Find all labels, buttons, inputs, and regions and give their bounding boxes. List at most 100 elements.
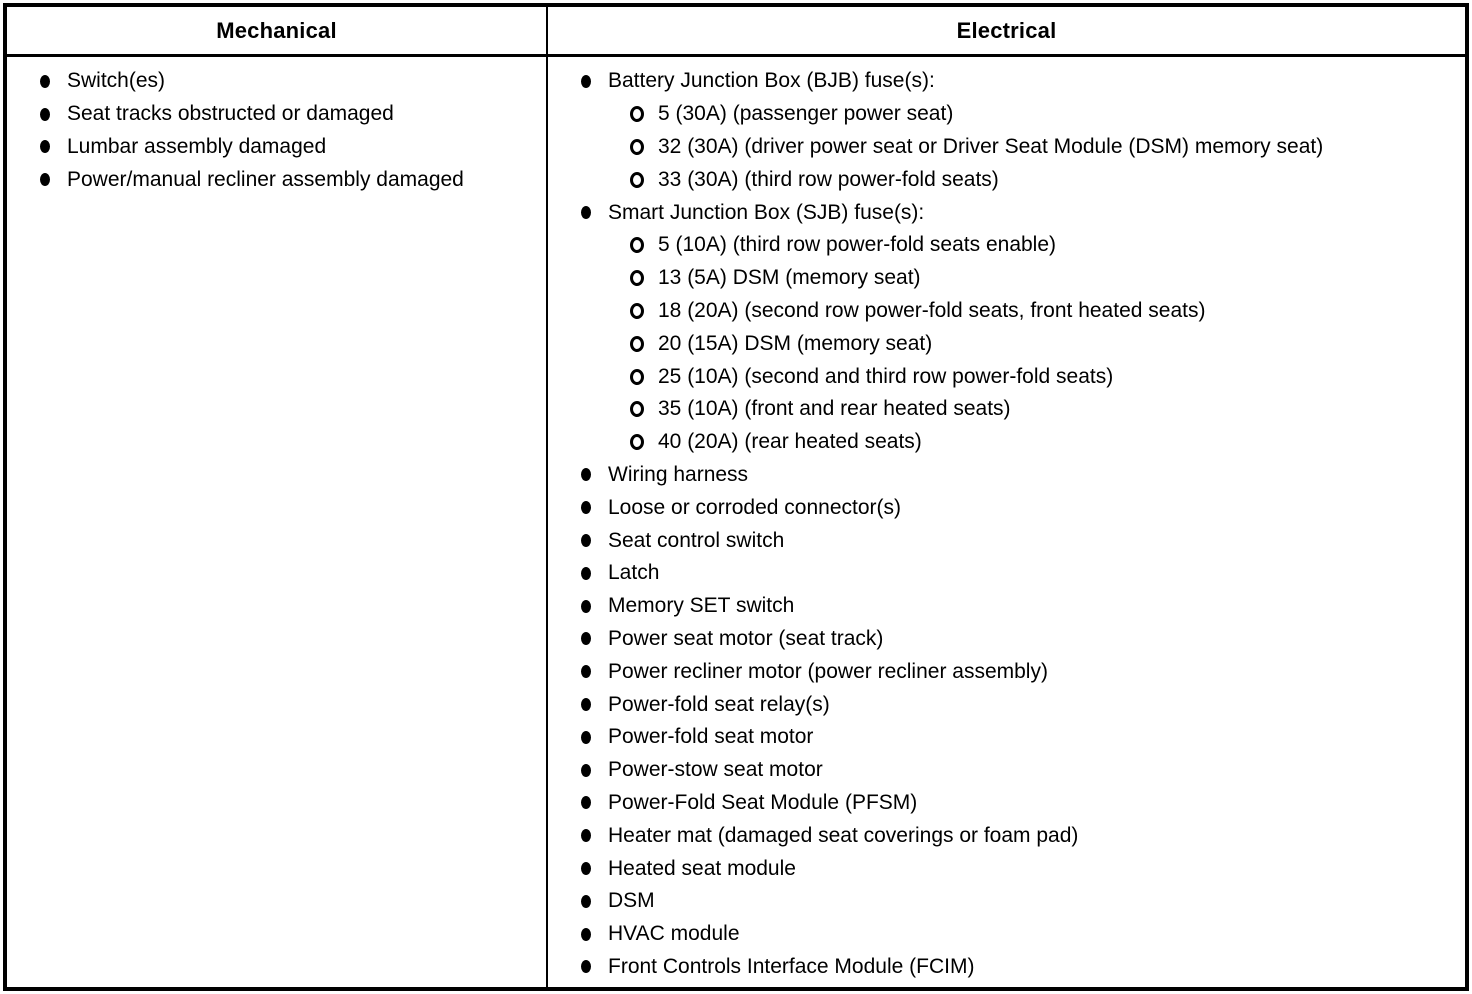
- electrical-cell: Battery Junction Box (BJB) fuse(s): 5 (3…: [548, 57, 1465, 987]
- filled-bullet-icon: [40, 107, 50, 121]
- filled-bullet-icon: [581, 206, 591, 220]
- list-item-text: Power-Fold Seat Module (PFSM): [608, 790, 918, 814]
- sub-list-item: 35 (10A) (front and rear heated seats): [548, 393, 1465, 426]
- sub-list-item-text: 20 (15A) DSM (memory seat): [658, 331, 933, 355]
- sub-list-item: 5 (10A) (third row power-fold seats enab…: [548, 229, 1465, 262]
- list-item-text: Lumbar assembly damaged: [67, 134, 327, 158]
- list-item: Memory SET switch: [548, 590, 1465, 623]
- open-bullet-icon: [630, 335, 644, 352]
- sub-list-item: 13 (5A) DSM (memory seat): [548, 262, 1465, 295]
- list-item: Latch: [548, 557, 1465, 590]
- list-item-text: Power/manual recliner assembly damaged: [67, 167, 464, 191]
- list-item-text: Heated seat module: [608, 856, 796, 880]
- sub-list-item: 20 (15A) DSM (memory seat): [548, 327, 1465, 360]
- filled-bullet-icon: [581, 927, 591, 941]
- filled-bullet-icon: [581, 665, 591, 679]
- open-bullet-icon: [630, 171, 644, 188]
- list-item: Loose or corroded connector(s): [548, 491, 1465, 524]
- list-item: Power seat motor (seat track): [548, 623, 1465, 656]
- list-item-text: Latch: [608, 561, 660, 585]
- filled-bullet-icon: [581, 534, 591, 548]
- open-bullet-icon: [630, 368, 644, 385]
- open-bullet-icon: [630, 302, 644, 319]
- list-item: Power-fold seat relay(s): [548, 688, 1465, 721]
- filled-bullet-icon: [581, 698, 591, 712]
- list-item-text: Power-fold seat relay(s): [608, 692, 830, 716]
- open-bullet-icon: [630, 106, 644, 123]
- sub-list-item: 25 (10A) (second and third row power-fol…: [548, 360, 1465, 393]
- list-item: Power-stow seat motor: [548, 754, 1465, 787]
- list-item-text: Switch(es): [67, 69, 166, 93]
- list-item-text: Heater mat (damaged seat coverings or fo…: [608, 823, 1079, 847]
- list-item-text: Power seat motor (seat track): [608, 626, 884, 650]
- list-item: Lumbar assembly damaged: [7, 131, 546, 164]
- column-header-electrical: Electrical: [548, 7, 1465, 57]
- list-item-text: Battery Junction Box (BJB) fuse(s):: [608, 69, 935, 93]
- filled-bullet-icon: [581, 763, 591, 777]
- list-item-text: Seat tracks obstructed or damaged: [67, 102, 394, 126]
- mechanical-cell: Switch(es) Seat tracks obstructed or dam…: [7, 57, 548, 987]
- list-item: Power recliner motor (power recliner ass…: [548, 655, 1465, 688]
- list-item: Switch(es): [7, 65, 546, 98]
- filled-bullet-icon: [581, 960, 591, 974]
- filled-bullet-icon: [581, 796, 591, 810]
- list-item-text: Loose or corroded connector(s): [608, 495, 901, 519]
- sub-list-item-text: 35 (10A) (front and rear heated seats): [658, 397, 1011, 421]
- filled-bullet-icon: [40, 173, 50, 187]
- sub-list-item-text: 32 (30A) (driver power seat or Driver Se…: [658, 134, 1324, 158]
- filled-bullet-icon: [581, 829, 591, 843]
- diagnostic-table: Mechanical Electrical Switch(es) Seat tr…: [3, 3, 1469, 991]
- sub-list-item-text: 5 (10A) (third row power-fold seats enab…: [658, 233, 1057, 257]
- list-item: Power/manual recliner assembly damaged: [7, 163, 546, 196]
- mechanical-list: Switch(es) Seat tracks obstructed or dam…: [7, 65, 546, 196]
- sub-list-item-text: 25 (10A) (second and third row power-fol…: [658, 364, 1114, 388]
- list-item-text: DSM: [608, 889, 655, 913]
- sub-list-item-text: 18 (20A) (second row power-fold seats, f…: [658, 298, 1206, 322]
- sub-list-item: 18 (20A) (second row power-fold seats, f…: [548, 295, 1465, 328]
- sub-list-item-text: 33 (30A) (third row power-fold seats): [658, 167, 999, 191]
- list-item-text: Smart Junction Box (SJB) fuse(s):: [608, 200, 925, 224]
- list-item-text: Front Controls Interface Module (FCIM): [608, 954, 975, 978]
- sub-list-item-text: 40 (20A) (rear heated seats): [658, 430, 922, 454]
- open-bullet-icon: [630, 138, 644, 155]
- list-item: Seat tracks obstructed or damaged: [7, 98, 546, 131]
- sub-list-item-text: 13 (5A) DSM (memory seat): [658, 266, 921, 290]
- list-item-text: HVAC module: [608, 922, 740, 946]
- filled-bullet-icon: [581, 501, 591, 515]
- open-bullet-icon: [630, 401, 644, 418]
- filled-bullet-icon: [581, 599, 591, 613]
- list-item: Battery Junction Box (BJB) fuse(s):: [548, 65, 1465, 98]
- list-item: Wiring harness: [548, 459, 1465, 492]
- list-item-text: Power-stow seat motor: [608, 758, 823, 782]
- list-item-text: Wiring harness: [608, 462, 749, 486]
- list-item: Seat control switch: [548, 524, 1465, 557]
- list-item: HVAC module: [548, 918, 1465, 951]
- filled-bullet-icon: [581, 566, 591, 580]
- list-item: Power-fold seat motor: [548, 721, 1465, 754]
- list-item: Heated seat module: [548, 852, 1465, 885]
- filled-bullet-icon: [581, 862, 591, 876]
- sub-list-item-text: 5 (30A) (passenger power seat): [658, 102, 954, 126]
- sub-list-item: 40 (20A) (rear heated seats): [548, 426, 1465, 459]
- open-bullet-icon: [630, 237, 644, 254]
- column-header-mechanical: Mechanical: [7, 7, 548, 57]
- sub-list-item: 5 (30A) (passenger power seat): [548, 98, 1465, 131]
- filled-bullet-icon: [581, 894, 591, 908]
- sub-list-item: 32 (30A) (driver power seat or Driver Se…: [548, 131, 1465, 164]
- list-item: Smart Junction Box (SJB) fuse(s):: [548, 196, 1465, 229]
- sub-list-item: 33 (30A) (third row power-fold seats): [548, 163, 1465, 196]
- list-item: Front Controls Interface Module (FCIM): [548, 951, 1465, 984]
- list-item-text: Memory SET switch: [608, 594, 795, 618]
- list-item-text: Power-fold seat motor: [608, 725, 814, 749]
- list-item: Heater mat (damaged seat coverings or fo…: [548, 819, 1465, 852]
- electrical-list: Battery Junction Box (BJB) fuse(s): 5 (3…: [548, 65, 1465, 983]
- filled-bullet-icon: [581, 468, 591, 482]
- list-item-text: Power recliner motor (power recliner ass…: [608, 659, 1048, 683]
- filled-bullet-icon: [581, 632, 591, 646]
- list-item: Power-Fold Seat Module (PFSM): [548, 787, 1465, 820]
- list-item-text: Seat control switch: [608, 528, 785, 552]
- filled-bullet-icon: [40, 74, 50, 88]
- open-bullet-icon: [630, 434, 644, 451]
- open-bullet-icon: [630, 270, 644, 287]
- filled-bullet-icon: [581, 730, 591, 744]
